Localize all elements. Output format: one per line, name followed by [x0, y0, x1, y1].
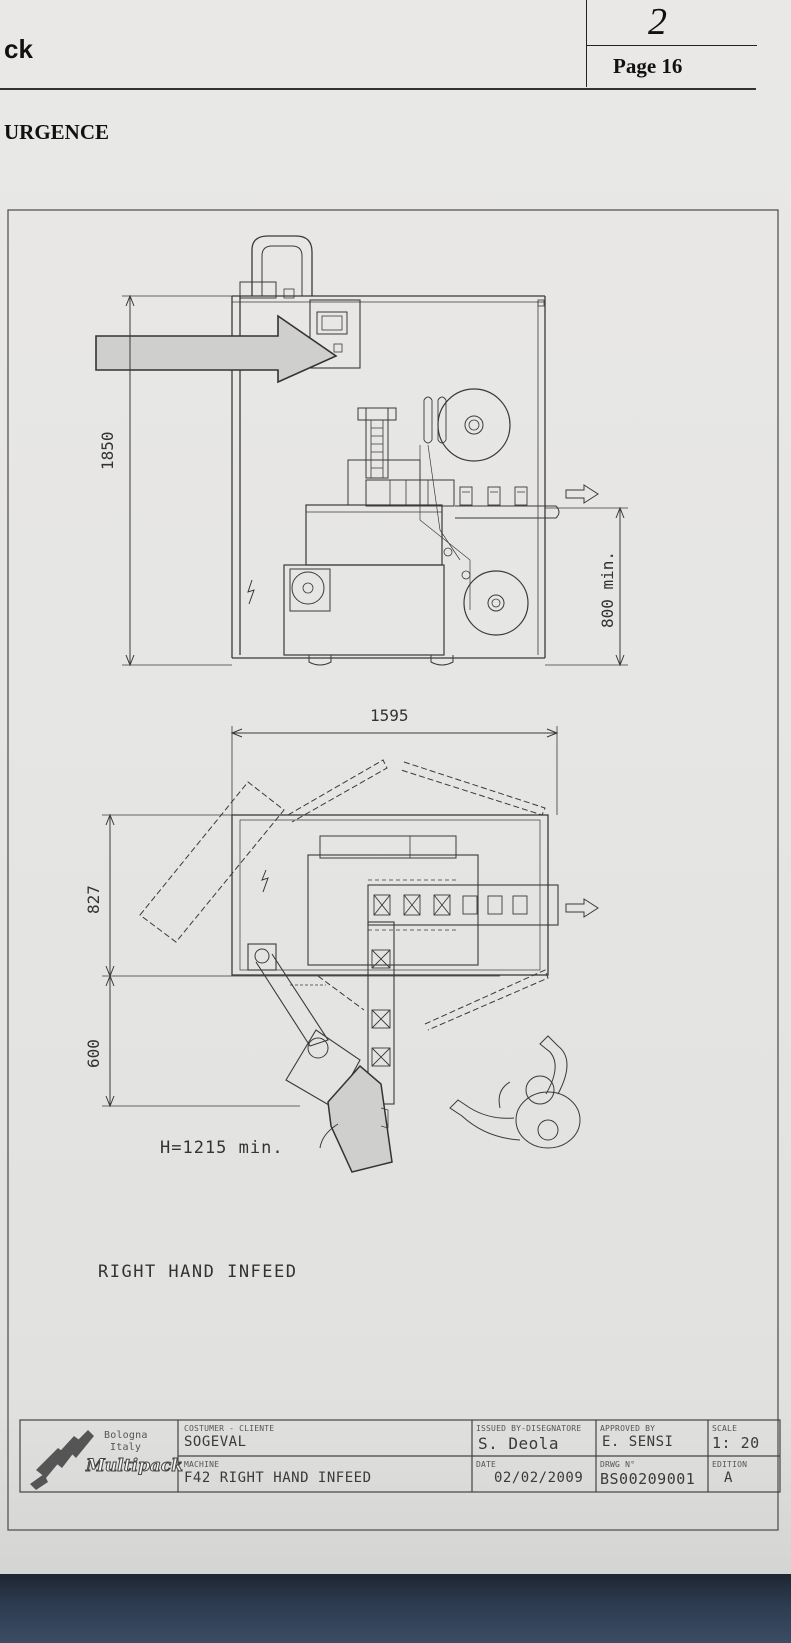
dimension-operator-depth: 600	[84, 1039, 103, 1068]
scale-value: 1: 20	[712, 1434, 760, 1452]
page-number: Page 16	[613, 54, 683, 78]
company-country: Italy	[110, 1442, 142, 1453]
customer-label: COSTUMER - CLIENTE	[184, 1424, 275, 1433]
section-heading-fragment: URGENCE	[4, 120, 110, 144]
drawing-border	[7, 209, 779, 1531]
drawing-number-label: DRWG N°	[600, 1460, 636, 1469]
infeed-direction-arrow-side	[95, 314, 338, 384]
date-value: 02/02/2009	[494, 1470, 584, 1486]
company-city: Bologna	[104, 1430, 148, 1441]
machine-value: F42 RIGHT HAND INFEED	[184, 1470, 372, 1486]
drawing-caption: RIGHT HAND INFEED	[98, 1262, 298, 1282]
edition-label: EDITION	[712, 1460, 748, 1469]
customer-value: SOGEVAL	[184, 1434, 247, 1450]
infeed-height-note: H=1215 min.	[160, 1138, 284, 1158]
title-block-frame	[19, 1419, 781, 1493]
dimension-conveyor-height: 800 min.	[598, 550, 617, 628]
company-logo-mark	[30, 1430, 94, 1490]
dimension-height-total: 1850	[98, 431, 117, 470]
background-surface	[0, 1574, 791, 1643]
issued-label: ISSUED BY-DISEGNATORE	[476, 1424, 582, 1433]
dimension-width: 1595	[370, 706, 409, 725]
dimension-machine-depth: 827	[84, 885, 103, 914]
side-elevation-view	[95, 235, 628, 667]
page-box	[586, 45, 757, 87]
operator-figure	[449, 1035, 581, 1149]
infeed-direction-arrow-plan	[327, 1064, 393, 1173]
revision-box	[586, 0, 757, 46]
issued-value: S. Deola	[478, 1434, 560, 1453]
approved-value: E. SENSI	[602, 1434, 674, 1450]
machine-label: MACHINE	[184, 1460, 220, 1469]
drawing-number-value: BS00209001	[600, 1470, 696, 1488]
plan-view	[102, 726, 599, 1173]
revision-number: 2	[648, 1, 667, 43]
header-brand-fragment: ck	[4, 34, 33, 64]
header-rule	[0, 88, 756, 90]
date-label: DATE	[476, 1460, 497, 1469]
scale-label: SCALE	[712, 1424, 738, 1433]
company-logo-text: Multipack	[86, 1456, 184, 1477]
edition-value: A	[724, 1470, 733, 1486]
approved-label: APPROVED BY	[600, 1424, 656, 1433]
